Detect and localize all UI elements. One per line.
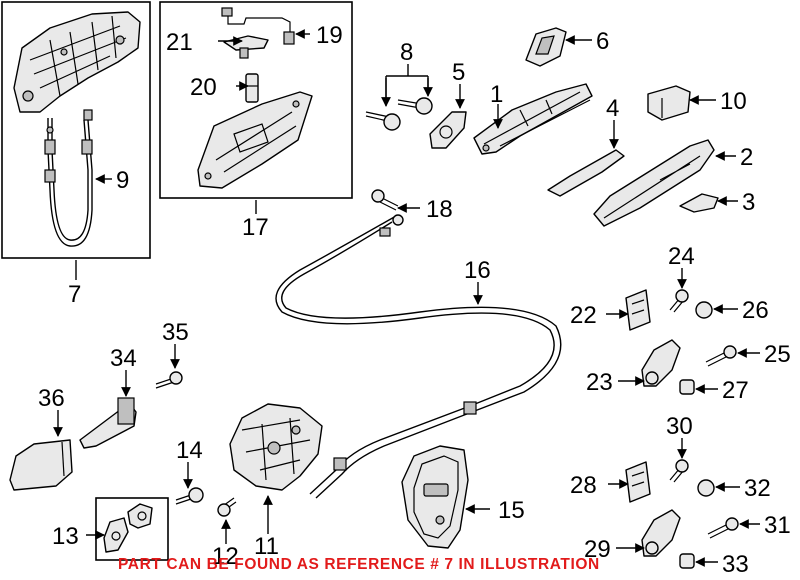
callout-20: 20 — [190, 74, 217, 101]
callout-1: 1 — [490, 81, 503, 108]
hinge-23-part — [641, 339, 681, 387]
callout-34: 34 — [110, 345, 137, 372]
callout-15: 15 — [498, 497, 525, 524]
callout-7: 7 — [68, 281, 81, 308]
bolt-35-part — [155, 371, 183, 389]
callout-22: 22 — [570, 302, 597, 329]
cap-5-part — [429, 111, 467, 149]
screw-14-part — [175, 487, 204, 505]
bolt-8a-part — [365, 111, 401, 131]
handle-carrier-part — [13, 11, 141, 113]
callout-32: 32 — [744, 475, 771, 502]
hinge-28-part — [625, 461, 651, 503]
handle-frame-1-part — [473, 83, 593, 155]
trim-4-part — [547, 149, 625, 197]
latch-11-part — [229, 403, 323, 491]
callout-30: 30 — [666, 413, 693, 440]
bolt-8b-part — [397, 97, 433, 115]
callout-24: 24 — [668, 243, 695, 270]
callout-33: 33 — [722, 551, 749, 578]
leader-lines — [53, 29, 760, 567]
callout-36: 36 — [38, 385, 65, 412]
callout-13: 13 — [52, 523, 79, 550]
seal-15-part — [401, 445, 469, 549]
callout-11: 11 — [254, 533, 279, 560]
callout-28: 28 — [570, 472, 597, 499]
hinge-29-part — [641, 509, 681, 557]
bolt-31-part — [707, 517, 739, 539]
group-box-13 — [95, 497, 169, 561]
group-box-17 — [159, 1, 353, 199]
callout-18: 18 — [426, 196, 453, 223]
callout-14: 14 — [176, 437, 203, 464]
button-20-part — [245, 73, 259, 103]
callout-2: 2 — [740, 144, 753, 171]
end-cap-36-part — [9, 439, 73, 491]
callout-29: 29 — [584, 536, 611, 563]
callout-21: 21 — [166, 29, 193, 56]
nut-32-part — [697, 479, 715, 497]
cover-10-part — [647, 85, 691, 121]
callout-17: 17 — [242, 214, 269, 241]
cable-9-part — [44, 109, 93, 247]
callout-5: 5 — [452, 59, 465, 86]
hinge-22-part — [625, 289, 651, 331]
bolt-25-part — [705, 345, 737, 367]
callout-3: 3 — [742, 189, 755, 216]
callout-12: 12 — [212, 543, 239, 570]
callout-9: 9 — [116, 167, 129, 194]
bolt-18-part — [371, 189, 399, 211]
seal-13-part — [103, 503, 153, 553]
cap-3-part — [679, 193, 719, 213]
callout-10: 10 — [720, 88, 747, 115]
callout-labels: 1 2 3 4 5 6 7 8 9 10 11 12 13 14 15 16 1… — [38, 22, 791, 578]
bolt-30-part — [669, 459, 689, 483]
bolt-24-part — [669, 289, 689, 313]
callout-8: 8 — [400, 39, 413, 66]
callout-16: 16 — [464, 257, 491, 284]
group-box-7 — [1, 1, 151, 259]
bezel-6-part — [525, 27, 567, 67]
callout-25: 25 — [764, 341, 791, 368]
callout-27: 27 — [722, 377, 749, 404]
check-strap-34-part — [79, 397, 137, 449]
callout-26: 26 — [742, 297, 769, 324]
callout-31: 31 — [764, 512, 791, 539]
bolt-12-part — [217, 497, 237, 517]
sensor-19-part — [221, 7, 295, 45]
callout-35: 35 — [162, 319, 189, 346]
bushing-27-part — [679, 379, 695, 395]
cable-16-part — [275, 214, 562, 499]
exterior-handle-2-part — [593, 139, 715, 227]
inner-handle-17-part — [197, 91, 313, 189]
callout-19: 19 — [316, 22, 343, 49]
switch-21-part — [223, 35, 269, 59]
callout-23: 23 — [586, 369, 613, 396]
nut-26-part — [695, 301, 713, 319]
bushing-33-part — [679, 553, 695, 569]
callout-4: 4 — [606, 95, 619, 122]
callout-6: 6 — [596, 28, 609, 55]
reference-note: PART CAN BE FOUND AS REFERENCE # 7 IN IL… — [118, 556, 600, 573]
